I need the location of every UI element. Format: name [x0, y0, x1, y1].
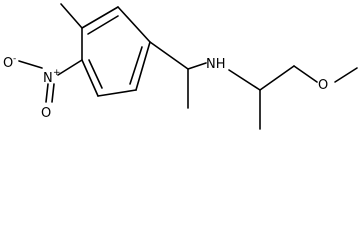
bond-nitro-o-double-a — [45, 83, 49, 103]
bond-nitro-o-double-b — [51, 83, 55, 103]
bond-ch-nh — [187, 62, 207, 70]
bond-ring-methyl — [60, 3, 83, 29]
bond-ring-5 — [81, 59, 99, 97]
charge-n-plus: + — [53, 68, 61, 78]
bond-ring-4 — [97, 89, 137, 97]
atom-o-double: O — [41, 106, 51, 121]
bond-nh-ch — [228, 69, 261, 91]
atom-nh: NH — [206, 57, 226, 72]
bond-o-methyl — [334, 67, 358, 83]
bond-ch2-o — [293, 65, 318, 83]
bond-ring-inner-2 — [129, 46, 143, 85]
atom-n-plus: N — [43, 71, 53, 86]
bond-ring-inner-1 — [87, 15, 119, 35]
bond-ring-3 — [135, 41, 151, 91]
atom-label-layer: O - N + O NH O — [3, 54, 328, 121]
atom-methoxy-o: O — [318, 78, 328, 93]
bond-ring-2 — [117, 6, 151, 43]
bond-layer — [18, 3, 358, 130]
bond-ch-ch2 — [259, 65, 295, 91]
bond-ring-inner-3 — [88, 59, 103, 89]
bond-ring-ch — [149, 41, 189, 70]
bond-ring-1 — [81, 6, 119, 29]
bond-ring-nitro — [57, 59, 83, 76]
structure-diagram: O - N + O NH O — [3, 3, 358, 130]
atom-o-minus: O — [3, 56, 13, 71]
bond-nitro-o-minus — [18, 60, 43, 69]
charge-o-minus: - — [13, 54, 16, 64]
